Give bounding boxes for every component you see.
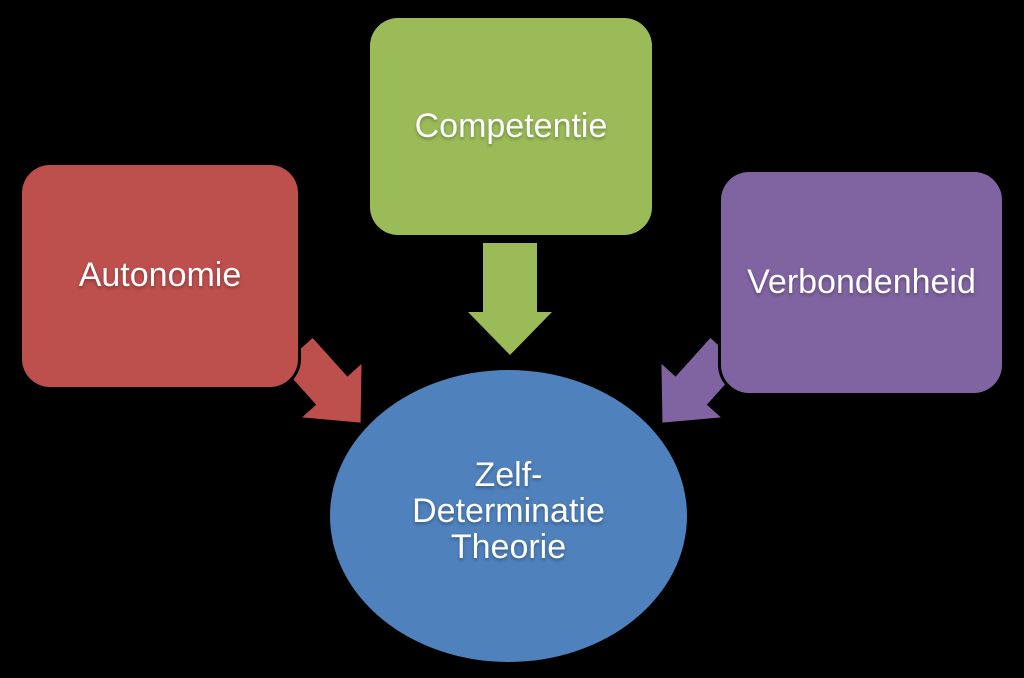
center-label-line-1: Zelf- bbox=[474, 456, 543, 495]
node-autonomie-label: Autonomie bbox=[78, 256, 242, 295]
node-verbondenheid: Verbondenheid bbox=[721, 172, 1002, 393]
node-zelf-determinatie-theorie-label: Zelf- Determinatie Theorie bbox=[412, 458, 605, 565]
center-label-line-2: Determinatie bbox=[412, 492, 605, 531]
center-label-line-3: Theorie bbox=[450, 527, 567, 566]
node-verbondenheid-label: Verbondenheid bbox=[747, 262, 976, 301]
arrow-competentie-to-center-icon bbox=[468, 243, 552, 355]
node-autonomie: Autonomie bbox=[22, 165, 298, 387]
arrow-autonomie-to-center-icon bbox=[281, 337, 362, 423]
node-competentie-label: Competentie bbox=[414, 106, 608, 145]
node-competentie: Competentie bbox=[370, 18, 652, 235]
node-zelf-determinatie-theorie: Zelf- Determinatie Theorie bbox=[330, 370, 687, 662]
